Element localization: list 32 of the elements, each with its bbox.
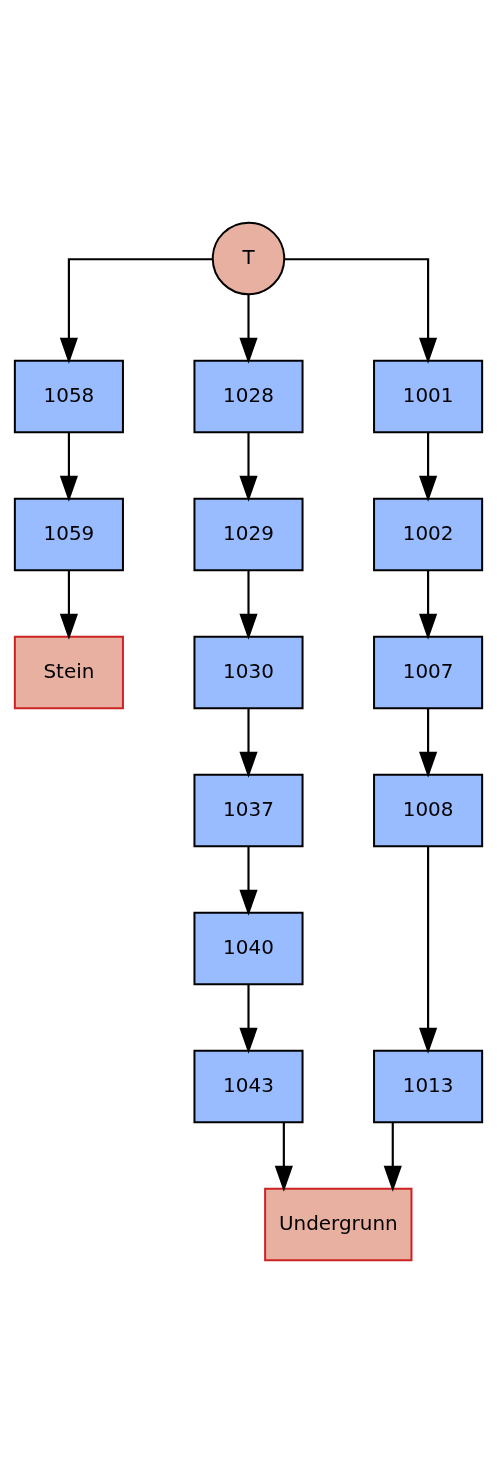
arrow bbox=[239, 846, 258, 916]
node-circle: T bbox=[211, 221, 286, 296]
arrow bbox=[274, 1122, 293, 1192]
arrow bbox=[419, 846, 438, 1054]
arrow bbox=[419, 708, 438, 778]
arrow bbox=[59, 258, 213, 364]
arrow bbox=[383, 1122, 402, 1192]
node-box: 1029 bbox=[193, 497, 304, 572]
node-box: 1013 bbox=[373, 1049, 484, 1124]
node-box: 1008 bbox=[373, 773, 484, 848]
arrow bbox=[239, 570, 258, 640]
node-box: 1043 bbox=[193, 1049, 304, 1124]
arrow bbox=[239, 294, 258, 364]
node-box: Undergrunn bbox=[264, 1187, 413, 1262]
arrow bbox=[59, 570, 78, 640]
arrow bbox=[284, 258, 438, 364]
arrow bbox=[419, 432, 438, 502]
node-box: 1028 bbox=[193, 359, 304, 434]
node-box: 1058 bbox=[13, 359, 124, 434]
node-box: 1002 bbox=[373, 497, 484, 572]
arrow bbox=[239, 984, 258, 1054]
node-box: 1040 bbox=[193, 911, 304, 986]
arrow bbox=[239, 708, 258, 778]
arrow bbox=[239, 432, 258, 502]
node-box: 1037 bbox=[193, 773, 304, 848]
node-box: 1007 bbox=[373, 635, 484, 710]
node-box: 1001 bbox=[373, 359, 484, 434]
arrow bbox=[419, 570, 438, 640]
node-box: Stein bbox=[13, 635, 124, 710]
node-box: 1030 bbox=[193, 635, 304, 710]
node-box: 1059 bbox=[13, 497, 124, 572]
arrow bbox=[59, 432, 78, 502]
